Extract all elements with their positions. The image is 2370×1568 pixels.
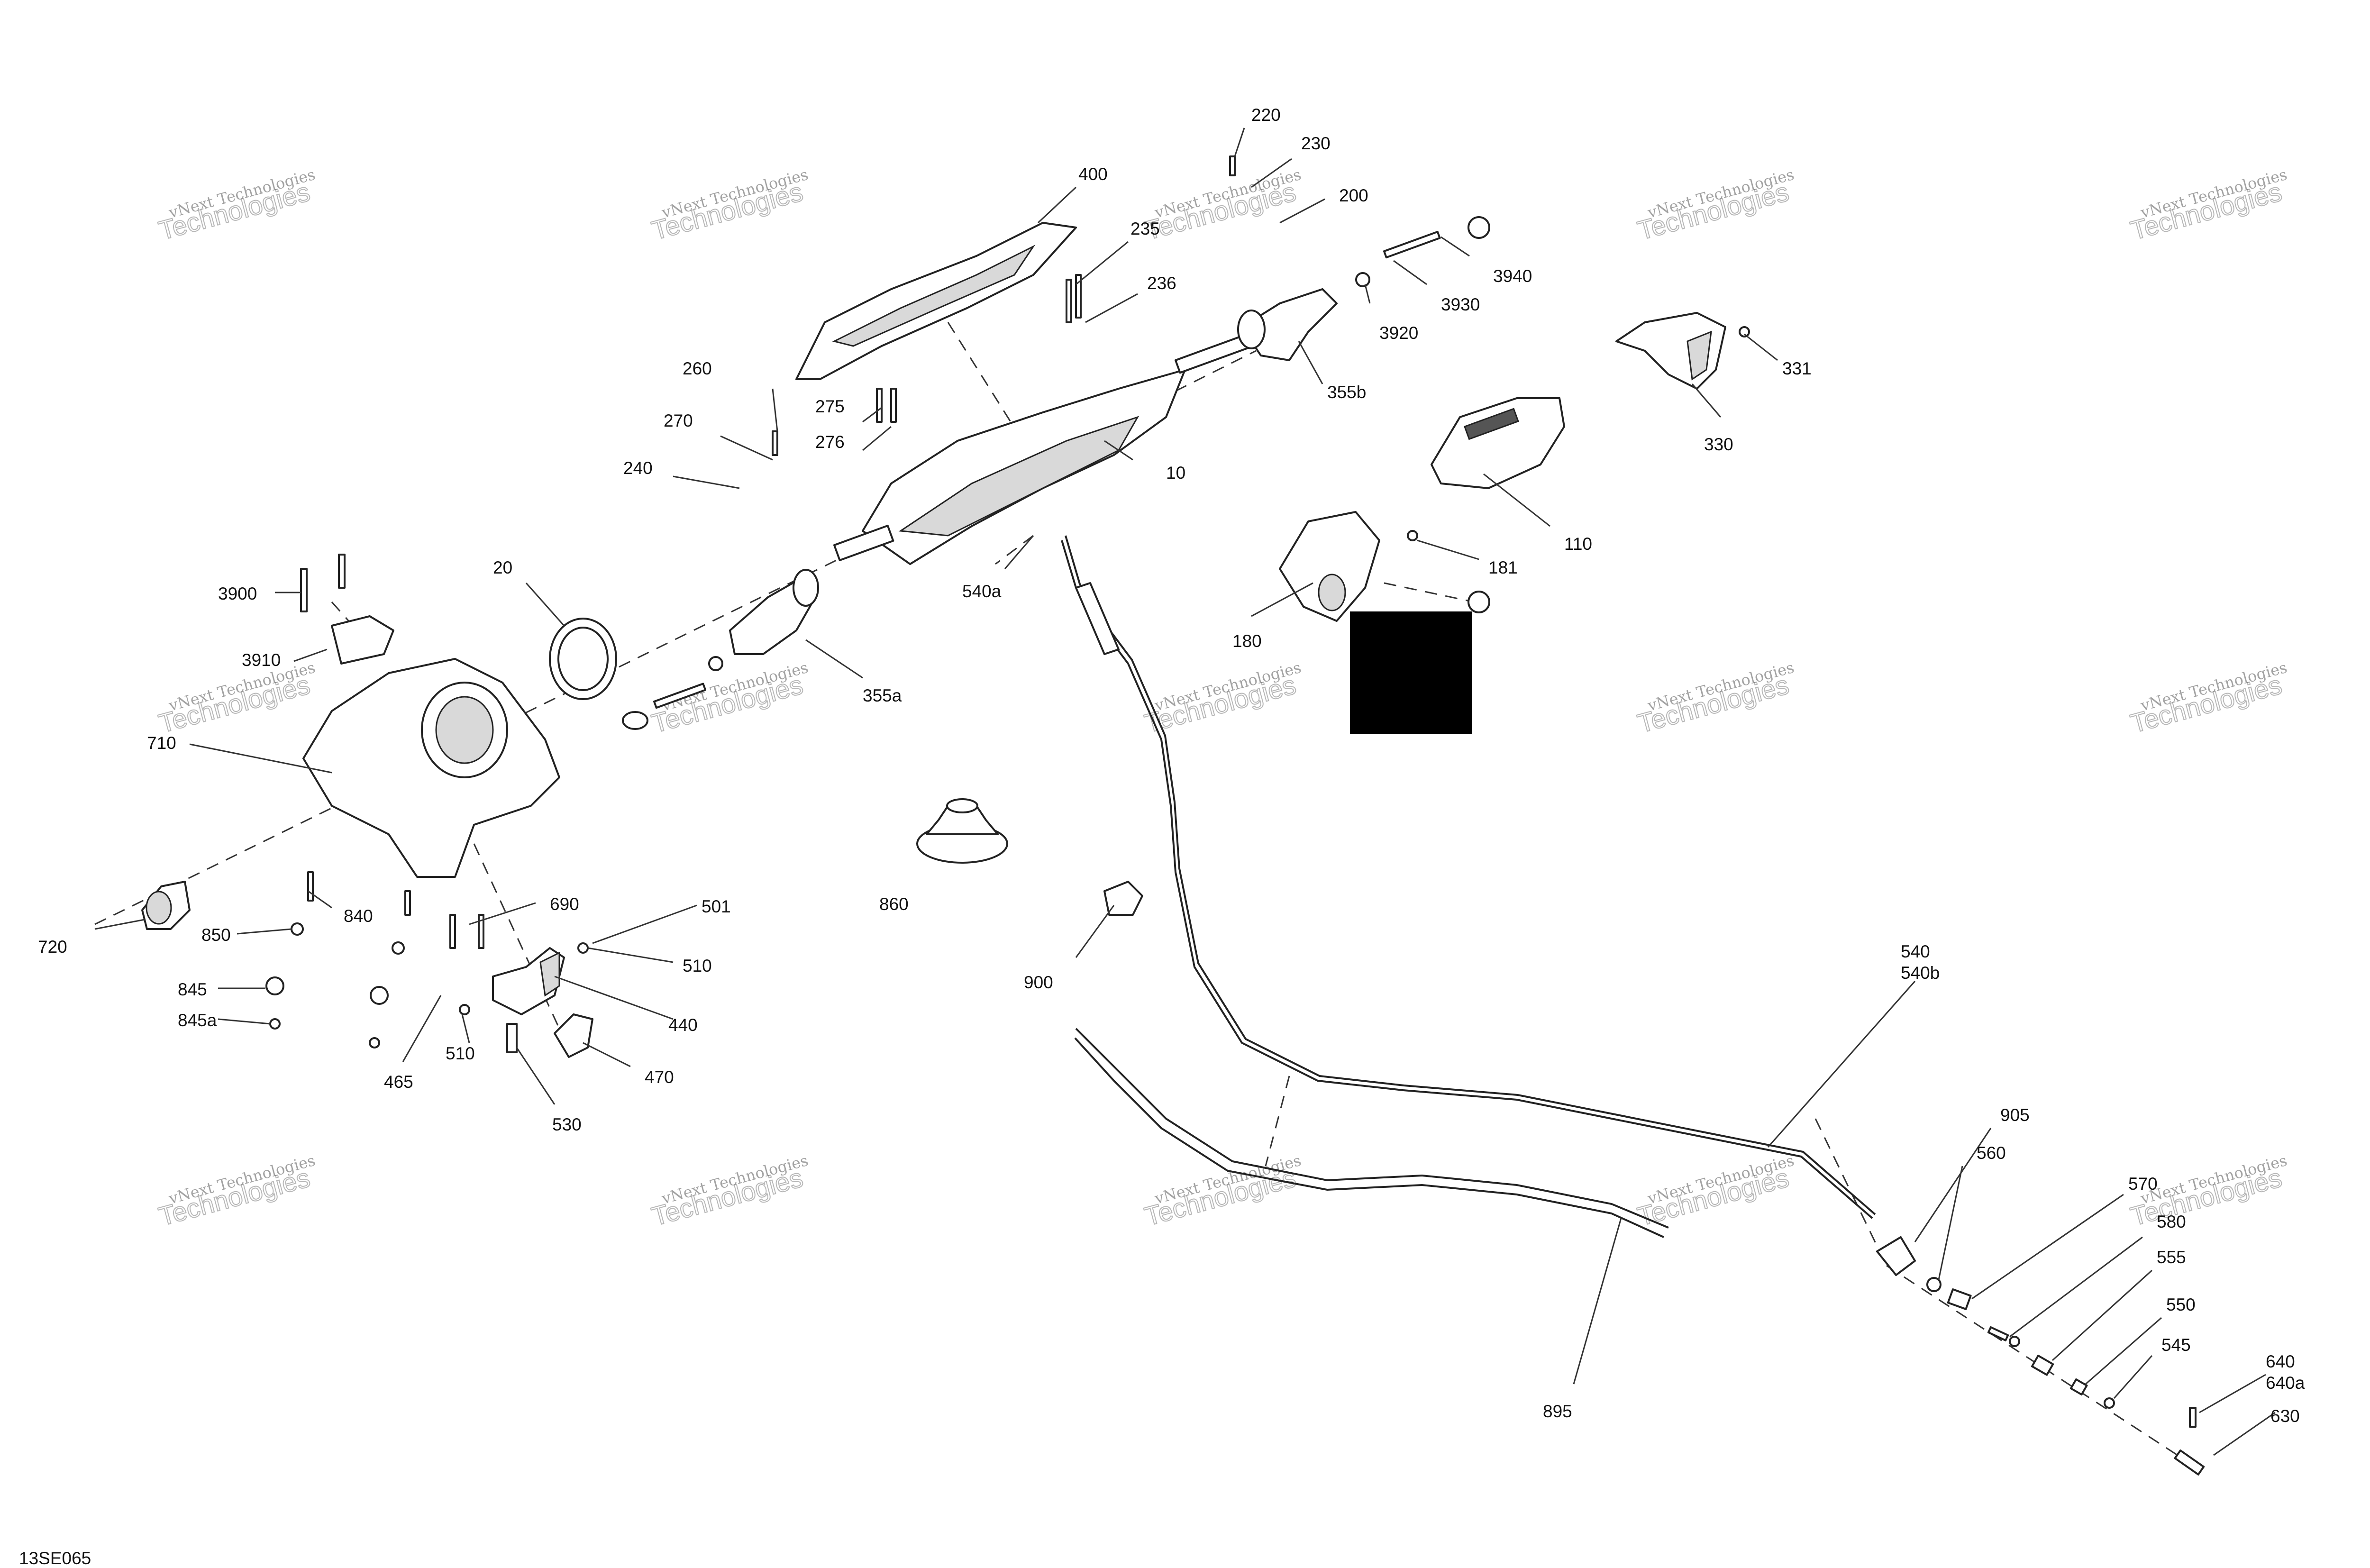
callout-530: 530	[552, 1115, 582, 1134]
callout-355a: 355a	[863, 686, 902, 705]
callout-3920: 3920	[1379, 323, 1418, 343]
callout-270: 270	[664, 411, 693, 430]
bracket-690-440	[492, 947, 565, 1015]
callout-570: 570	[2128, 1174, 2158, 1194]
cable-end-hardware	[1876, 1236, 2205, 1476]
callout-510: 510	[446, 1044, 475, 1063]
fasteners	[265, 155, 1750, 1053]
steering-column-10	[833, 333, 1252, 565]
callout-900: 900	[1024, 973, 1053, 992]
callout-3910: 3910	[242, 650, 281, 670]
leader-lines	[94, 128, 2276, 1456]
callout-labels: 220 230 200 400 235 236 3940 3930 3920 355b 331 330…	[38, 105, 2305, 1426]
clamp-470	[554, 1013, 593, 1058]
callout-580: 580	[2157, 1212, 2186, 1231]
callout-10: 10	[1166, 463, 1185, 483]
callout-545: 545	[2161, 1335, 2191, 1355]
hand-guard-180	[1279, 511, 1380, 622]
callout-230: 230	[1301, 134, 1331, 153]
callout-331: 331	[1782, 359, 1812, 378]
callout-550: 550	[2166, 1295, 2196, 1314]
callout-220: 220	[1251, 105, 1281, 125]
callout-845: 845	[178, 980, 207, 999]
cover-400	[795, 222, 1077, 380]
callout-110: 110	[1564, 534, 1592, 554]
callout-640a: 640a	[2266, 1373, 2305, 1393]
callout-540a: 540a	[962, 582, 1002, 601]
callout-181: 181	[1488, 558, 1518, 577]
callout-905: 905	[2000, 1105, 2030, 1125]
diagram-id: 13SE065	[19, 1549, 91, 1568]
boot-860	[916, 798, 1008, 864]
callout-710: 710	[147, 733, 176, 753]
grip-355a	[729, 569, 819, 655]
callout-400: 400	[1078, 164, 1108, 184]
hand-guard-330	[1615, 312, 1726, 390]
callout-555: 555	[2157, 1248, 2186, 1267]
callout-20: 20	[493, 558, 512, 577]
callout-235: 235	[1130, 219, 1160, 238]
callout-540b: 540b	[1901, 963, 1940, 983]
callout-560: 560	[1977, 1143, 2006, 1163]
callout-895: 895	[1543, 1402, 1572, 1421]
callout-200: 200	[1339, 186, 1368, 205]
callout-860: 860	[879, 894, 909, 914]
callout-845a: 845a	[178, 1011, 217, 1030]
callout-640: 640	[2266, 1352, 2295, 1371]
ring-20	[549, 618, 617, 700]
callout-440: 440	[668, 1015, 698, 1035]
callout-275: 275	[815, 397, 845, 416]
callout-180: 180	[1232, 631, 1262, 651]
callout-510: 510	[683, 956, 712, 975]
support-710	[302, 615, 560, 878]
redacted-block	[1350, 611, 1472, 734]
callout-690: 690	[550, 894, 579, 914]
callout-630: 630	[2270, 1406, 2300, 1426]
cover-110	[1431, 397, 1565, 489]
grip-355b	[1237, 288, 1338, 361]
callout-3930: 3930	[1441, 295, 1480, 314]
callout-3940: 3940	[1493, 266, 1532, 286]
callout-355b: 355b	[1327, 383, 1366, 402]
callout-465: 465	[384, 1072, 413, 1092]
callout-3900: 3900	[218, 584, 257, 603]
callout-850: 850	[201, 925, 231, 945]
callout-330: 330	[1704, 435, 1733, 454]
cable-sleeve-895	[1074, 1028, 1669, 1238]
callout-501: 501	[702, 897, 731, 916]
callout-240: 240	[623, 458, 653, 478]
callout-840: 840	[344, 906, 373, 926]
throttle-cable	[1061, 535, 1876, 1219]
callout-260: 260	[683, 359, 712, 378]
callout-276: 276	[815, 432, 845, 452]
callout-540: 540	[1901, 942, 1930, 961]
cap-720	[141, 881, 191, 930]
callout-720: 720	[38, 937, 67, 957]
callout-470: 470	[645, 1067, 674, 1087]
callout-236: 236	[1147, 273, 1176, 293]
